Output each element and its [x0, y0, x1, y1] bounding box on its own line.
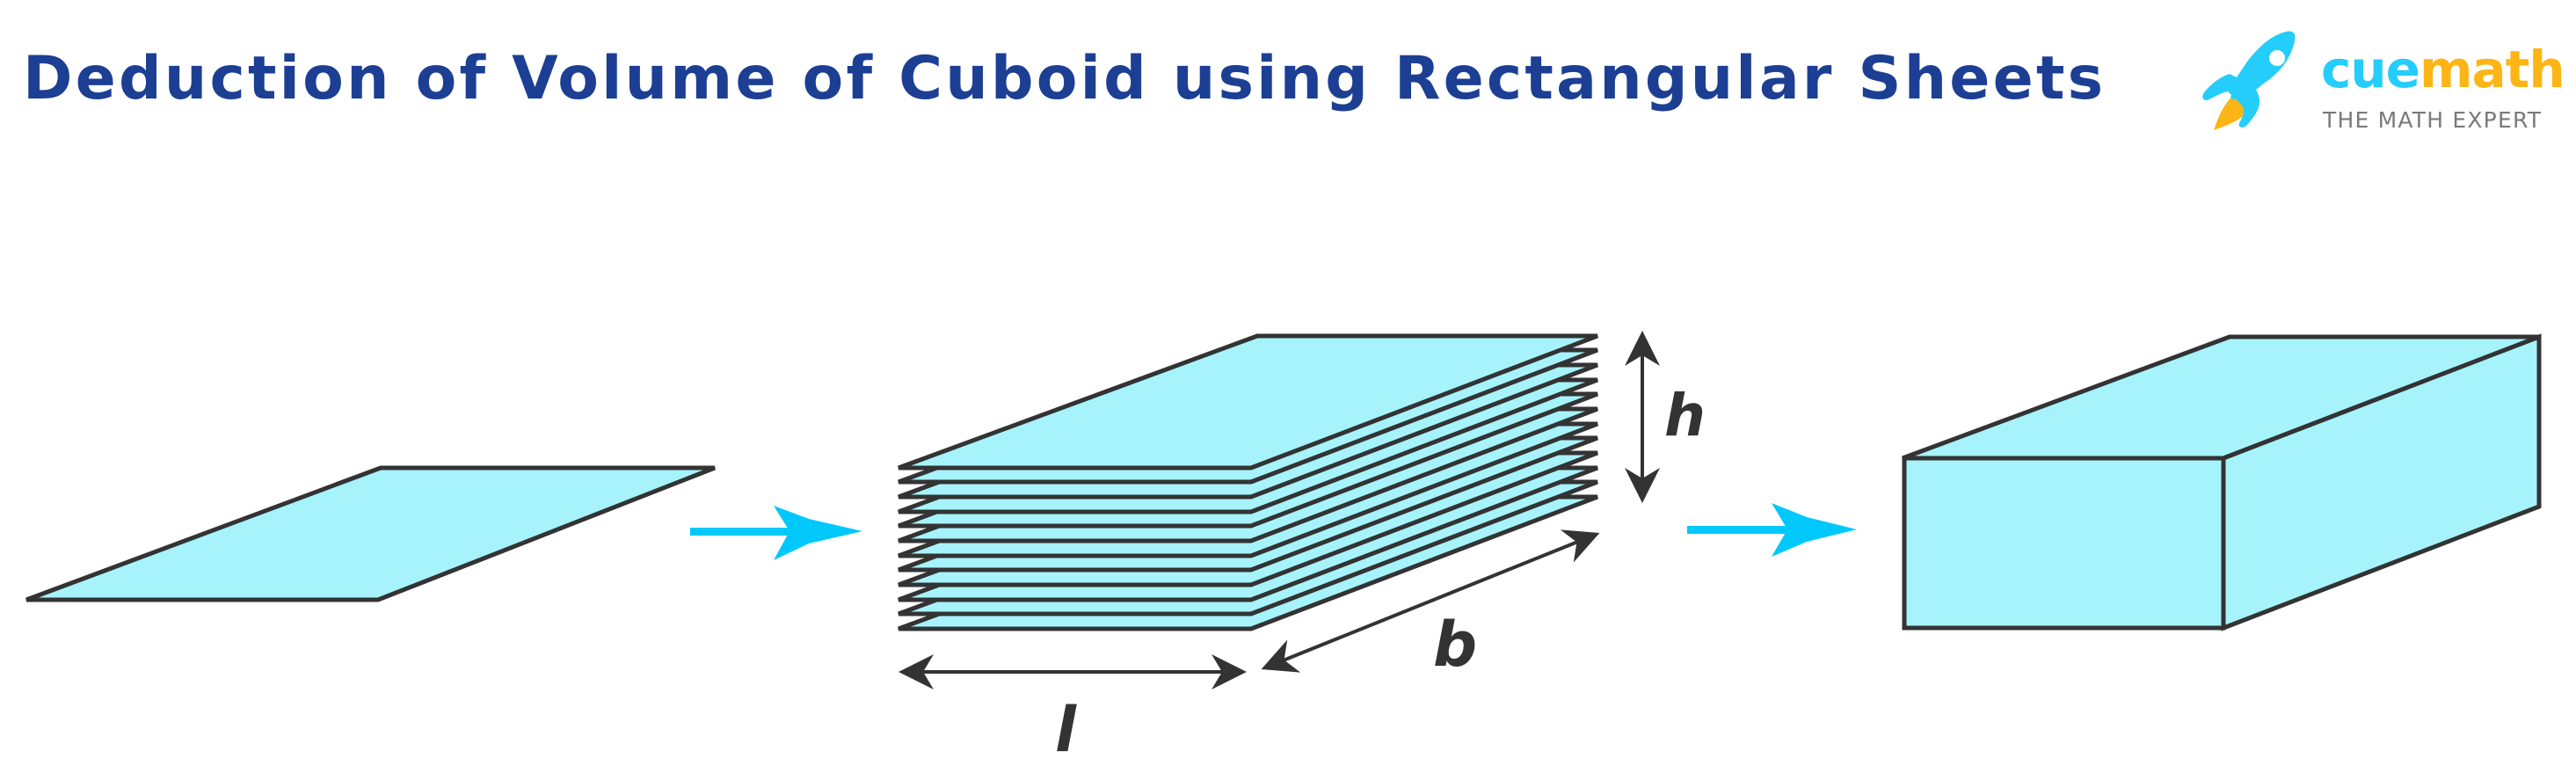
length-label: l: [1055, 694, 1076, 766]
brand-part-math: math: [2420, 40, 2565, 99]
cuemath-logo: cuemath THE MATH EXPERT: [2189, 26, 2576, 141]
cuboid: [1902, 333, 2542, 631]
transition-arrow-2: [1687, 503, 1857, 557]
brand-tagline: THE MATH EXPERT: [2323, 107, 2543, 133]
brand-part-cue: cue: [2321, 40, 2420, 99]
single-sheet: [25, 465, 716, 602]
rocket-icon: [2202, 31, 2296, 130]
breadth-label: b: [1433, 609, 1478, 681]
breadth-dimension-arrow: [1261, 529, 1600, 673]
page-title: Deduction of Volume of Cuboid using Rect…: [23, 44, 2107, 113]
transition-arrow-1: [690, 506, 862, 560]
stacked-sheets: [898, 333, 1598, 631]
brand-name: cuemath: [2321, 44, 2565, 95]
height-label: h: [1664, 382, 1706, 449]
